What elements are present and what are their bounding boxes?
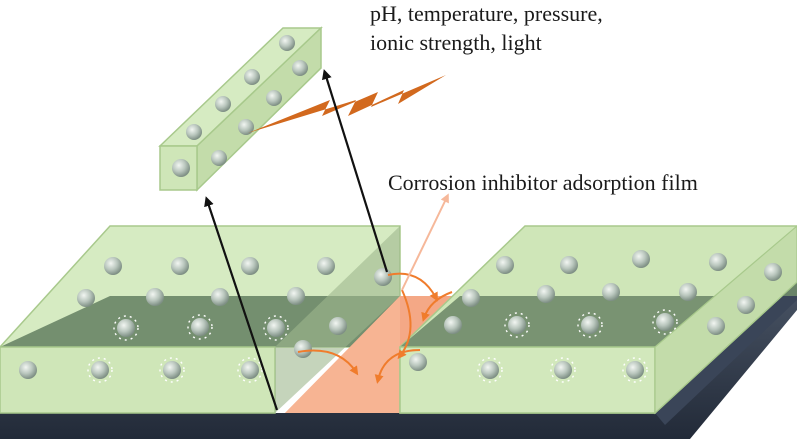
metal-substrate bbox=[0, 282, 797, 439]
right-coating-block bbox=[399, 225, 797, 415]
release-arrows bbox=[297, 272, 453, 384]
left-coating-block bbox=[0, 225, 401, 414]
zoomed-coating-block bbox=[158, 26, 323, 192]
zoom-arrows bbox=[204, 69, 389, 411]
stimuli-label-line1: pH, temperature, pressure, bbox=[370, 1, 603, 26]
film-label: Corrosion inhibitor adsorption film bbox=[388, 170, 698, 195]
stimuli-label-line2: ionic strength, light bbox=[370, 30, 542, 55]
nanocontainers-coating bbox=[19, 250, 782, 379]
film-pointer-arrow bbox=[401, 193, 449, 291]
spiky-capsules bbox=[87, 309, 678, 383]
lightning-stimulus-icon bbox=[248, 75, 446, 133]
